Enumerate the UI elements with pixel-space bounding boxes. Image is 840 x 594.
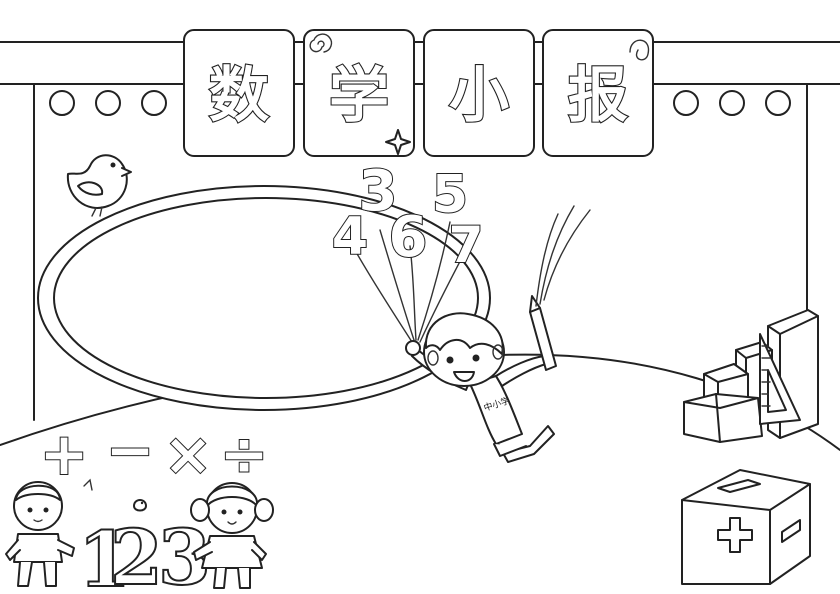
spiral-icon [309, 33, 333, 53]
minus-symbol: − [106, 416, 155, 484]
balloon-strings [355, 221, 467, 343]
oval-text-frame [37, 185, 491, 411]
title-char: 学 [329, 61, 389, 131]
title-char: 数 [209, 61, 269, 131]
left-circle-row [49, 90, 167, 116]
title-box-2: 学 [303, 29, 415, 157]
pencil-icon [529, 205, 591, 371]
balloon-number: 4 [332, 207, 368, 267]
title-char: 报 [568, 61, 628, 131]
minus-icon [781, 519, 801, 543]
floor-numbers: 1 2 3 [77, 499, 212, 594]
title-box-4: 报 [542, 29, 654, 157]
boy-figure [5, 481, 75, 587]
bird-icon [66, 154, 132, 217]
curl-icon [629, 39, 650, 61]
sparkle-icon [385, 129, 411, 155]
title-box-1: 数 [183, 29, 295, 157]
number-balloons: 3 6 5 4 7 [331, 158, 484, 275]
title-box-3: 小 [423, 29, 535, 157]
balloon-number: 7 [449, 216, 484, 274]
divide-symbol: ÷ [220, 420, 269, 488]
math-box [681, 469, 811, 585]
right-circle-row [673, 90, 791, 116]
title-banner: 数 学 小 报 [183, 29, 654, 157]
flying-boy: 中小学 [405, 312, 555, 463]
plus-icon [717, 517, 753, 553]
math-symbols-row: + − × ÷ [39, 415, 269, 491]
floor-number: 2 [110, 513, 163, 594]
girl-figure [190, 482, 274, 589]
floor-number: 1 [78, 515, 131, 594]
balloon-number: 6 [389, 205, 428, 270]
balloon-number: 3 [359, 159, 398, 224]
title-char: 小 [449, 61, 509, 131]
times-symbol: × [164, 420, 213, 488]
balloon-number: 5 [432, 165, 468, 225]
top-banner-bar [0, 41, 840, 85]
blocks-and-ruler [683, 309, 819, 443]
floor-number: 3 [158, 513, 211, 594]
plus-symbol: + [40, 420, 89, 488]
